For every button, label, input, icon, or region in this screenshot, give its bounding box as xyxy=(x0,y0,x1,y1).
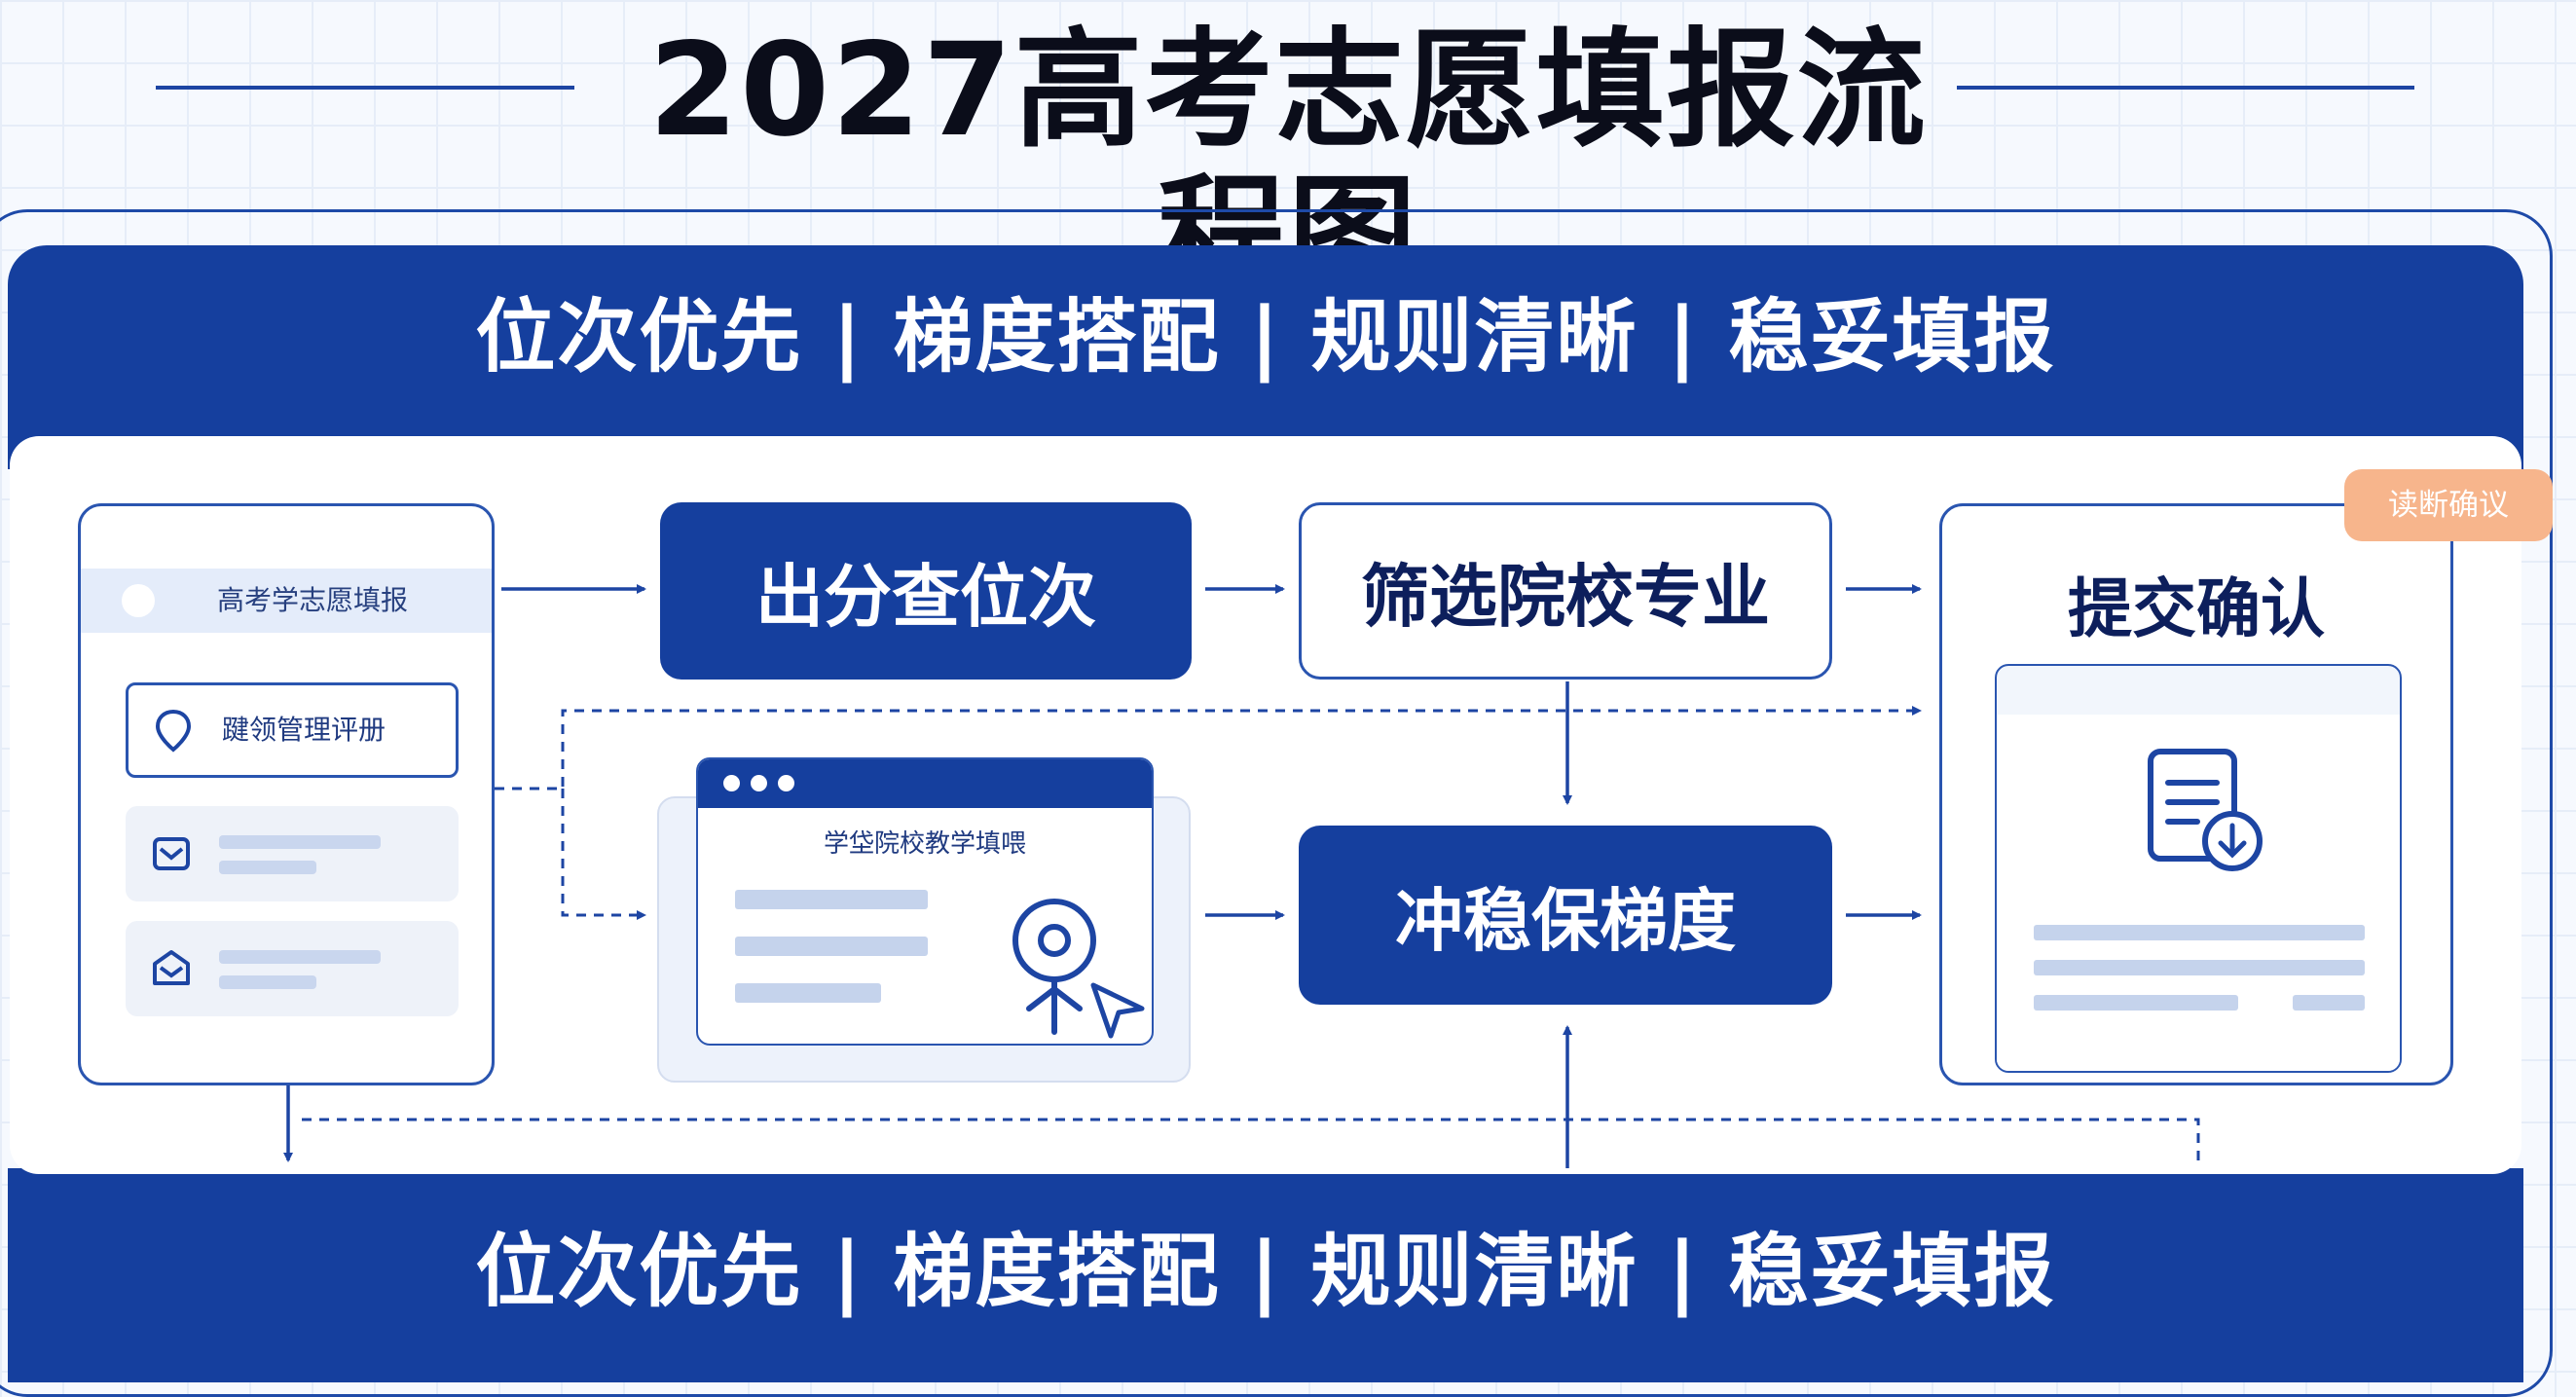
text-line xyxy=(735,983,881,1003)
top-banner: 位次优先 | 梯度搭配 | 规则清晰 | 稳妥填报 xyxy=(8,245,2523,469)
confirm-badge[interactable]: 读断确议 xyxy=(2344,469,2553,541)
pin-dot-icon xyxy=(122,584,155,617)
mail-icon xyxy=(153,837,190,870)
node-score-rank-label: 出分查位次 xyxy=(755,556,1096,637)
window-dot-1 xyxy=(723,775,740,791)
title-rule-right xyxy=(1957,86,2414,90)
flow-connectors xyxy=(283,584,2200,1168)
bottom-banner: 位次优先 | 梯度搭配 | 规则清晰 | 稳妥填报 xyxy=(8,1168,2523,1382)
dashed-left-branch xyxy=(495,706,1922,790)
dashed-to-browser xyxy=(561,789,646,920)
text-line xyxy=(2034,925,2365,940)
location-pin-icon xyxy=(155,709,192,753)
left-card-item-1-text: 踺领管理评册 xyxy=(222,714,386,746)
node-filter-label: 筛选院校专业 xyxy=(1361,556,1770,637)
text-line xyxy=(2034,960,2365,975)
node-gradient[interactable]: 冲稳保梯度 xyxy=(1299,826,1832,1005)
left-card-item-3[interactable] xyxy=(126,921,459,1016)
top-slogan: 位次优先 | 梯度搭配 | 规则清晰 | 稳妥填报 xyxy=(475,291,2056,384)
node-score-rank[interactable]: 出分查位次 xyxy=(660,502,1192,680)
left-card-item-2[interactable] xyxy=(126,806,459,901)
text-line xyxy=(735,937,928,956)
text-line xyxy=(2293,995,2365,1011)
left-info-card: 高考学志愿填报 踺领管理评册 xyxy=(78,503,495,1085)
person-pin-icon xyxy=(1012,899,1096,1035)
text-line xyxy=(735,890,928,909)
document-preview xyxy=(1995,664,2402,1073)
left-card-header-text: 高考学志愿填报 xyxy=(217,584,409,616)
window-dot-3 xyxy=(778,775,794,791)
window-dot-2 xyxy=(751,775,767,791)
dashed-bottom-loop xyxy=(302,1118,2200,1168)
cursor-arrow-icon xyxy=(1090,982,1145,1039)
left-card-header: 高考学志愿填报 xyxy=(81,569,492,633)
open-mail-icon xyxy=(153,950,190,985)
submit-card[interactable]: 提交确认 xyxy=(1939,503,2453,1085)
submit-card-title: 提交确认 xyxy=(2068,571,2325,646)
title-rule-left xyxy=(156,86,574,90)
bottom-slogan: 位次优先 | 梯度搭配 | 规则清晰 | 稳妥填报 xyxy=(475,1226,2056,1318)
node-gradient-label: 冲稳保梯度 xyxy=(1395,880,1736,961)
text-line xyxy=(2034,995,2238,1011)
browser-mock: 学垈院校教学填喂 xyxy=(696,757,1154,1046)
browser-heading: 学垈院校教学填喂 xyxy=(823,829,1026,859)
document-download-icon xyxy=(2148,749,2263,871)
left-card-item-1[interactable]: 踺领管理评册 xyxy=(126,682,459,778)
browser-title-bar xyxy=(698,759,1152,808)
node-filter[interactable]: 筛选院校专业 xyxy=(1299,502,1832,680)
